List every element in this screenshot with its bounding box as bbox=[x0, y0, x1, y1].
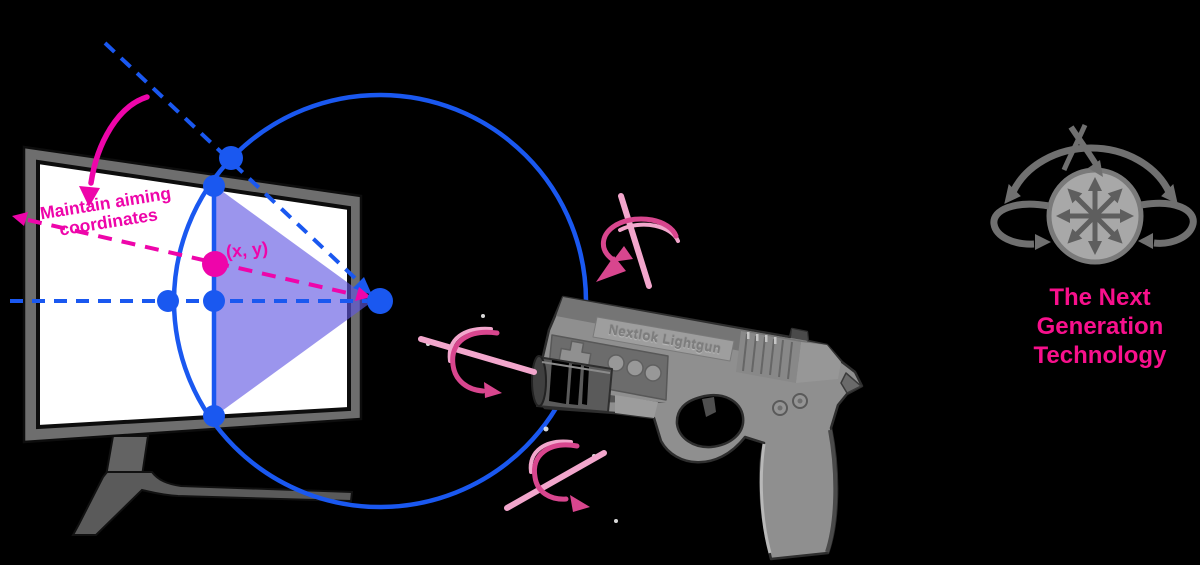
aim-point-dot bbox=[202, 251, 228, 277]
gun-button bbox=[644, 364, 662, 382]
chord-top-dot bbox=[203, 175, 225, 197]
chord-bottom-dot bbox=[203, 405, 225, 427]
gun-button bbox=[607, 354, 625, 372]
gun-muzzle-stripes bbox=[549, 360, 589, 405]
gun-brand-plate bbox=[592, 316, 735, 362]
fov-triangle bbox=[215, 186, 373, 416]
circle-left-dot bbox=[157, 290, 179, 312]
callout-curved-arrow bbox=[88, 94, 150, 186]
xy-coordinates-label: (x, y) bbox=[225, 238, 269, 262]
gyro-right-orbit bbox=[1140, 199, 1197, 247]
gun-muzzle-highlight bbox=[541, 361, 611, 374]
gyro-right-orbit-arrowhead bbox=[1138, 233, 1153, 249]
pitch-rotation-arrow-icon bbox=[504, 439, 607, 512]
gyro-left-orbit-arrowhead bbox=[1035, 234, 1051, 250]
tagline-line1: The Next bbox=[1049, 284, 1151, 311]
gun-hammer bbox=[840, 372, 862, 394]
gyro-meridian-2 bbox=[1061, 123, 1088, 171]
tagline-line2: Generation bbox=[1036, 313, 1164, 340]
grip-highlight bbox=[759, 443, 772, 554]
gyro-dome-left-arrowhead bbox=[1004, 184, 1021, 204]
tagline-line3: Technology bbox=[1033, 342, 1167, 369]
gun-serrations bbox=[742, 333, 793, 380]
gyro-dome-right-arrowhead bbox=[1161, 184, 1178, 204]
gun-button bbox=[626, 359, 644, 377]
gyroscope-6dof-motion-icon bbox=[990, 123, 1197, 265]
lightgun bbox=[531, 295, 864, 561]
circle-intersection-dot bbox=[219, 146, 243, 170]
gyro-meridian-arrowhead bbox=[1088, 160, 1103, 177]
gyro-dome-arc bbox=[1009, 144, 1173, 194]
gun-rear-sight bbox=[791, 329, 808, 341]
roll-rotation-arrow-icon bbox=[418, 326, 537, 398]
grip-shade bbox=[825, 429, 838, 553]
monitor-stand-neck bbox=[104, 435, 150, 477]
diagonal-arrowhead-icon bbox=[353, 277, 372, 295]
gun-frame-band bbox=[615, 395, 658, 418]
gun-muzzle-cap bbox=[531, 355, 547, 407]
gyro-left-orbit bbox=[990, 200, 1050, 248]
aiming-line-right-arrowhead-icon bbox=[355, 287, 371, 301]
gun-buttons bbox=[607, 354, 662, 382]
gun-trigger bbox=[702, 397, 716, 417]
gun-vent-marks bbox=[747, 332, 777, 344]
gun-screw-center bbox=[777, 405, 783, 411]
monitor-stand-base bbox=[71, 471, 354, 536]
aiming-line-left-arrowhead-icon bbox=[12, 212, 28, 226]
yaw-rotation-arrow-icon bbox=[596, 193, 680, 289]
tagline: The Next Generation Technology bbox=[1008, 283, 1192, 370]
reference-dots bbox=[157, 146, 393, 427]
pivot-dot bbox=[367, 288, 393, 314]
gyro-direction-arrows bbox=[1056, 177, 1134, 255]
gun-rear-panel bbox=[796, 342, 841, 383]
callout-arrowhead-icon bbox=[79, 186, 100, 207]
aiming-line bbox=[27, 218, 353, 296]
chord-center-dot bbox=[203, 290, 225, 312]
gun-screw-center bbox=[797, 398, 803, 404]
